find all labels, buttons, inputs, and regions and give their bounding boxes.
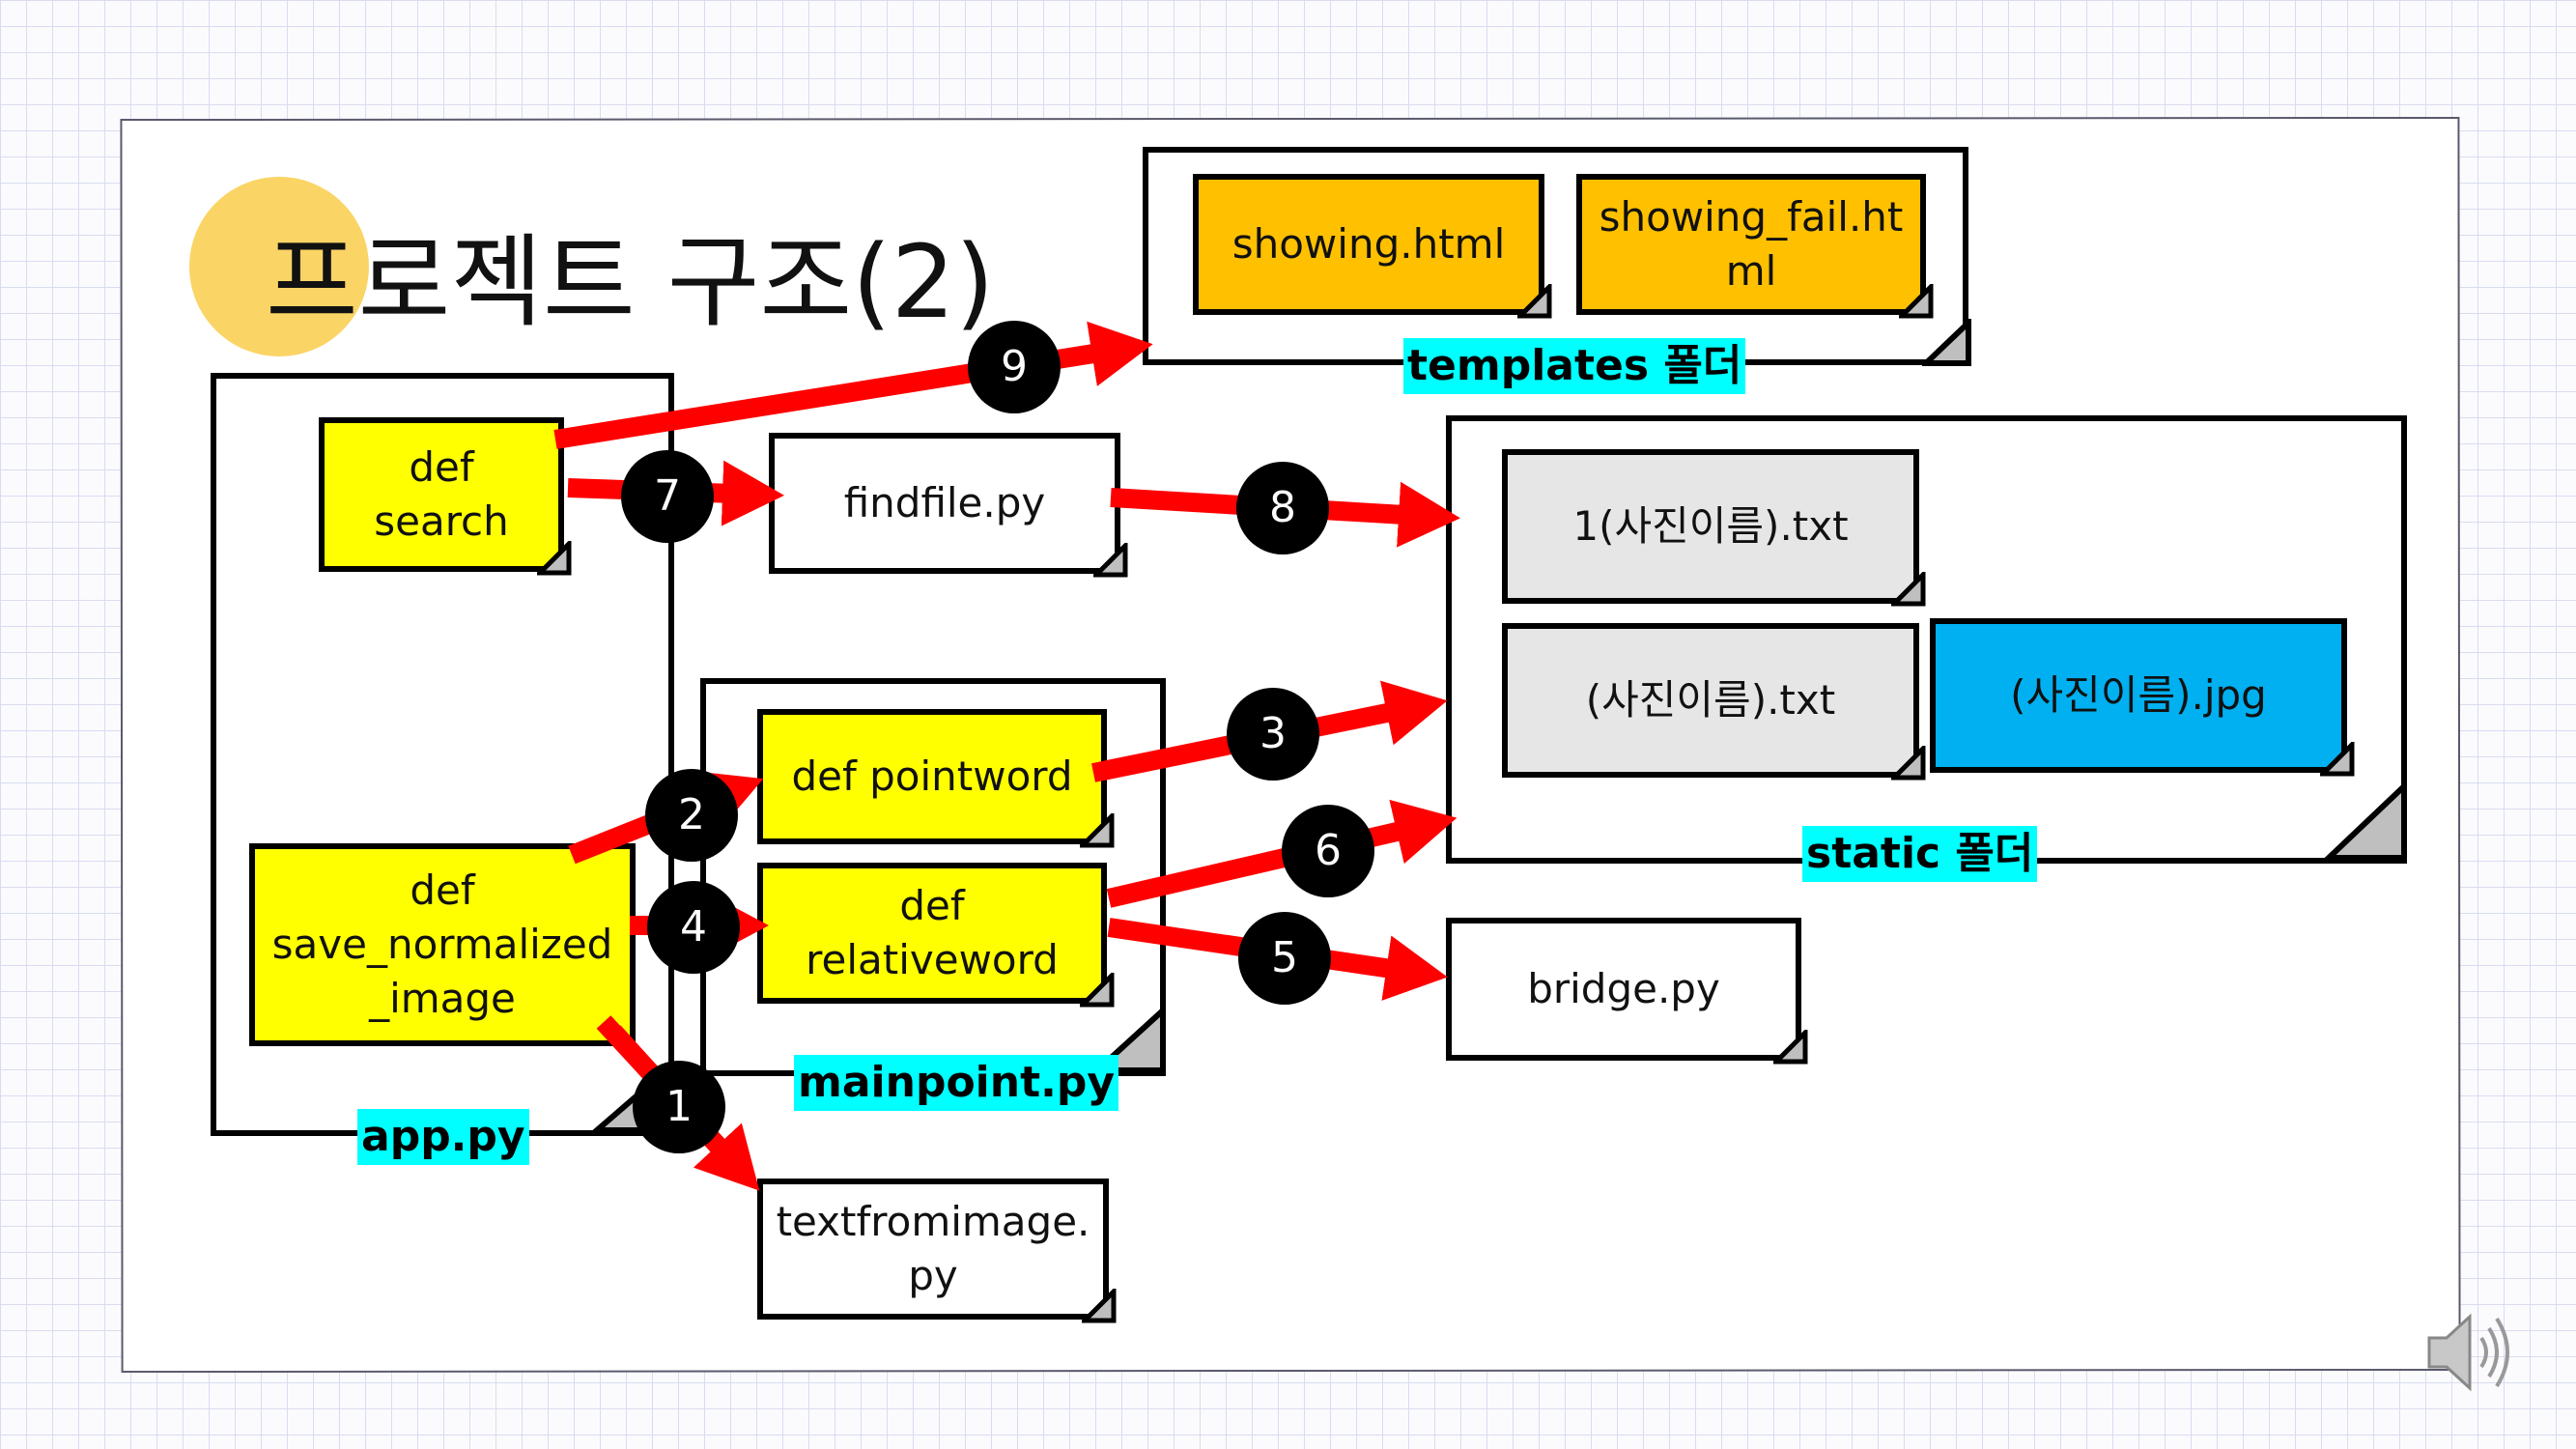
def-pointword-label: def pointword <box>791 753 1073 800</box>
step-badge-3: 3 <box>1227 688 1319 781</box>
mainpoint-py-label: mainpoint.py <box>794 1055 1119 1111</box>
def-relativeword-label: def relativeword <box>806 882 1059 983</box>
templates-folder-label: templates 폴더 <box>1403 338 1746 394</box>
speaker-icon[interactable] <box>2420 1299 2526 1406</box>
def-search-box: def search <box>319 417 564 572</box>
relativeword-fold <box>1080 973 1115 1008</box>
step-badge-5: 5 <box>1238 912 1331 1005</box>
def-relativeword-box: def relativeword <box>757 863 1107 1004</box>
step-badge-9: 9 <box>968 321 1061 413</box>
def-save-normalized-image-label: def save_normalized _image <box>271 867 613 1022</box>
step-badge-1: 1 <box>633 1061 725 1153</box>
txt2-label: (사진이름).txt <box>1585 676 1836 724</box>
jpg-fold <box>2320 742 2355 777</box>
static-folder-label: static 폴더 <box>1802 826 2038 882</box>
showing-html-box: showing.html <box>1193 174 1544 315</box>
def-search-label: def search <box>374 443 509 545</box>
findfile-py-box: findfile.py <box>769 433 1120 574</box>
templates-fold-corner <box>1922 319 1971 366</box>
textfromimage-fold <box>1082 1289 1117 1323</box>
txt2-fold <box>1891 746 1926 781</box>
jpg-box: (사진이름).jpg <box>1930 618 2347 773</box>
static-fold-corner <box>2323 781 2407 861</box>
step-badge-6: 6 <box>1282 805 1374 897</box>
showing-html-label: showing.html <box>1231 220 1506 268</box>
step-badge-2: 2 <box>645 769 738 862</box>
showing-fail-fold <box>1899 284 1934 319</box>
app-py-label: app.py <box>357 1109 529 1165</box>
textfromimage-py-box: textfromimage. py <box>757 1179 1109 1320</box>
arrow-6 <box>1106 799 1458 908</box>
def-save-normalized-image-box: def save_normalized _image <box>249 843 636 1046</box>
jpg-label: (사진이름).jpg <box>2010 671 2267 719</box>
bridge-py-label: bridge.py <box>1527 965 1720 1012</box>
bridge-fold <box>1773 1030 1808 1065</box>
txt1-label: 1(사진이름).txt <box>1572 502 1849 550</box>
showing-fail-html-label: showing_fail.ht ml <box>1599 193 1904 295</box>
findfile-fold <box>1093 543 1128 578</box>
findfile-py-label: findfile.py <box>843 479 1046 526</box>
title-decoration-circle <box>189 177 369 356</box>
bridge-py-box: bridge.py <box>1446 918 1801 1061</box>
step-badge-8: 8 <box>1236 462 1329 554</box>
step-badge-4: 4 <box>647 881 740 974</box>
step-badge-7: 7 <box>621 450 714 543</box>
showing-fail-html-box: showing_fail.ht ml <box>1576 174 1926 315</box>
txt1-fold <box>1891 572 1926 607</box>
showing-html-fold <box>1517 284 1552 319</box>
pointword-fold <box>1080 813 1115 848</box>
def-pointword-box: def pointword <box>757 709 1107 844</box>
page-title: 프로젝트 구조(2) <box>266 223 995 341</box>
txt1-box: 1(사진이름).txt <box>1502 449 1919 604</box>
textfromimage-py-label: textfromimage. py <box>776 1198 1090 1299</box>
txt2-box: (사진이름).txt <box>1502 623 1919 778</box>
def-search-fold <box>537 541 572 576</box>
